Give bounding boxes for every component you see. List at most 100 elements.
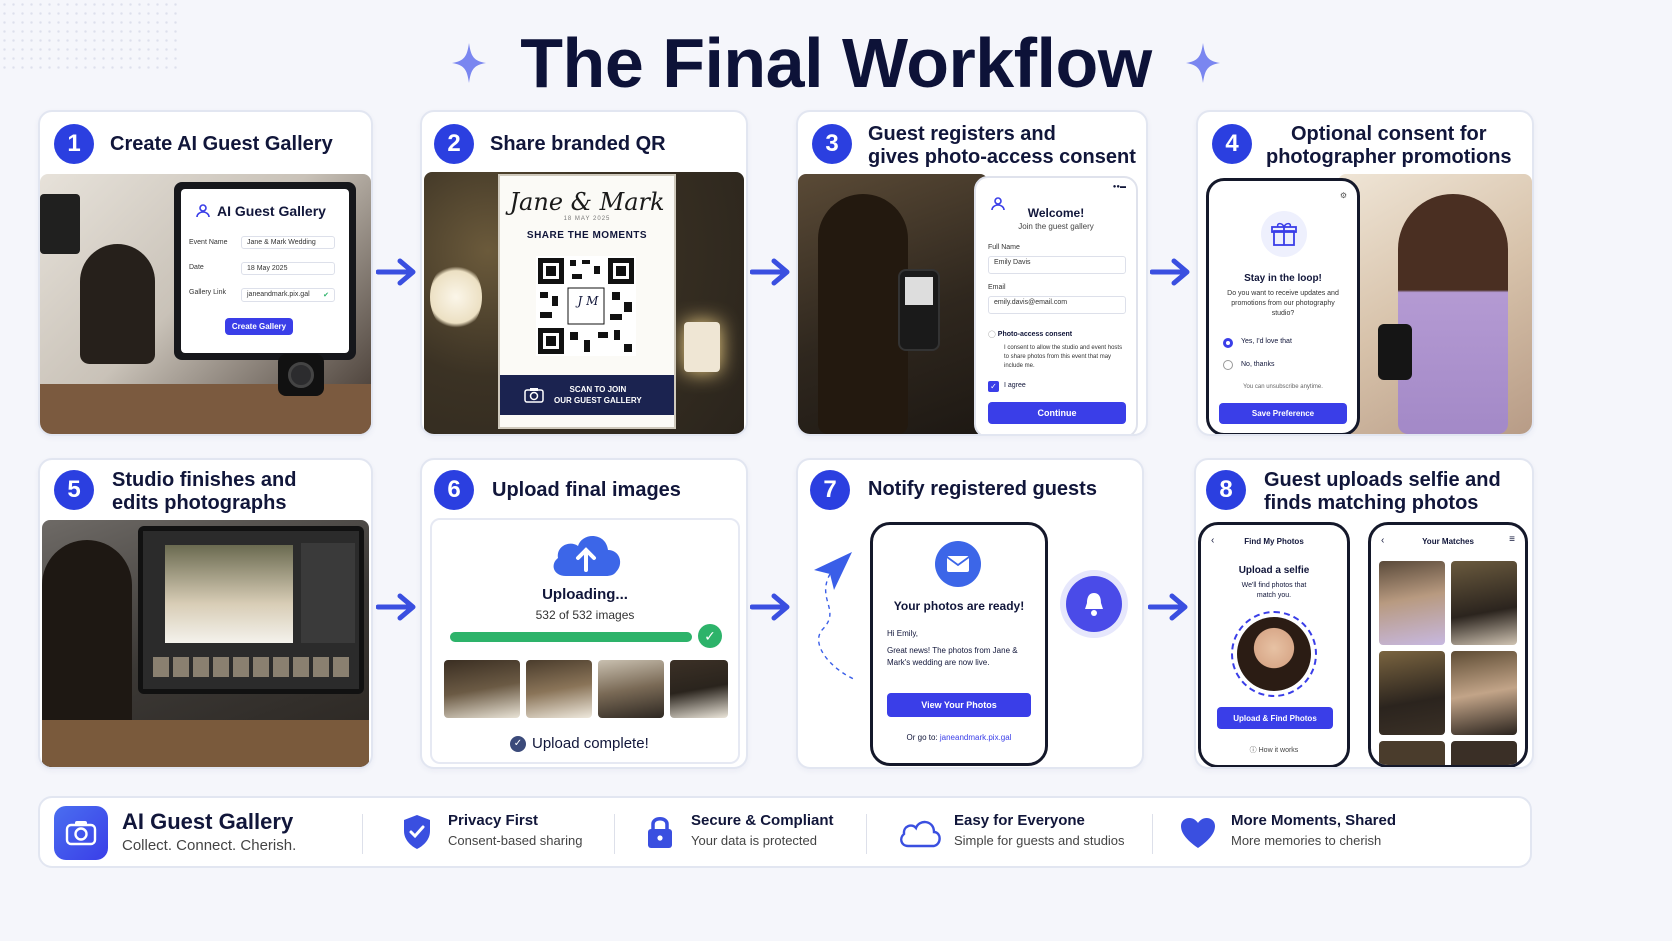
footer-item-sub: More memories to cherish — [1231, 833, 1382, 848]
view-photos-button[interactable]: View Your Photos — [887, 693, 1031, 717]
link-value: janeandmark.pix.gal — [247, 291, 310, 298]
users-icon — [991, 197, 1005, 211]
bell-icon — [1066, 576, 1122, 632]
flowers — [430, 262, 482, 332]
brand-tagline: Collect. Connect. Cherish. — [122, 837, 297, 854]
filmstrip — [153, 657, 353, 677]
step-number: 7 — [810, 470, 850, 510]
arrow-right-icon — [1148, 593, 1188, 621]
how-label: How it works — [1258, 747, 1299, 754]
selfie-photo — [1237, 617, 1311, 691]
paper-plane-icon — [814, 552, 857, 681]
event-name-field[interactable]: Jane & Mark Wedding — [241, 236, 335, 249]
gallery-link[interactable]: janeandmark.pix.gal — [939, 733, 1012, 742]
selfie-heading: Upload a selfie — [1238, 565, 1310, 576]
dot-pattern — [0, 0, 180, 70]
monitor — [138, 526, 364, 694]
consent-heading-text: Photo-access consent — [997, 331, 1073, 338]
notify-body: Great news! The photos from Jane & Mark'… — [887, 646, 1018, 667]
match-photo[interactable] — [1379, 561, 1445, 645]
email-field[interactable]: emily.davis@email.com — [988, 296, 1126, 314]
step-number: 1 — [54, 124, 94, 164]
sparkle-icon — [1185, 42, 1220, 83]
brand-name: AI Guest Gallery — [122, 809, 294, 834]
no-radio[interactable] — [1223, 360, 1233, 370]
match-photo[interactable] — [1451, 741, 1517, 765]
softbox-light — [40, 194, 80, 254]
thumbnail[interactable] — [670, 660, 728, 718]
step-number: 2 — [434, 124, 474, 164]
step-card-4: 4 Optional consent for photographer prom… — [1196, 110, 1534, 436]
scan-banner: SCAN TO JOIN OUR GUEST GALLERY — [500, 375, 674, 415]
promo-question: Do you want to receive updates and promo… — [1227, 290, 1339, 317]
phone-in-hand — [898, 269, 940, 351]
promo-heading: Stay in the loop! — [1244, 273, 1322, 284]
arrow-right-icon — [750, 258, 790, 286]
how-it-works[interactable]: ⓘ How it works — [1201, 745, 1347, 755]
step-title: Create AI Guest Gallery — [110, 133, 333, 155]
yes-radio[interactable] — [1223, 338, 1233, 348]
settings-icon[interactable]: ⚙ — [1339, 191, 1347, 200]
heart-icon — [1181, 818, 1215, 848]
agree-checkbox[interactable]: ✓ — [988, 381, 999, 392]
step-title-line-2: gives photo-access consent — [868, 146, 1136, 168]
divider — [362, 814, 363, 854]
gift-icon — [1261, 211, 1307, 257]
step-number: 5 — [54, 470, 94, 510]
consent-text: I consent to allow the studio and event … — [1004, 345, 1123, 369]
camera-logo-icon — [54, 806, 108, 860]
sparkle-icon — [452, 42, 487, 83]
divider — [1152, 814, 1153, 854]
save-preference-button[interactable]: Save Preference — [1219, 403, 1347, 424]
footer-bar: AI Guest Gallery Collect. Connect. Cheri… — [38, 796, 1532, 868]
no-label: No, thanks — [1241, 361, 1275, 368]
footer-item-easy: Easy for Everyone Simple for guests and … — [954, 812, 1125, 856]
back-icon[interactable]: ‹ — [1211, 535, 1215, 546]
create-gallery-button[interactable]: Create Gallery — [225, 318, 293, 335]
info-icon: ◯ — [988, 331, 998, 338]
match-photo[interactable] — [1451, 651, 1517, 735]
step-card-2: 2 Share branded QR Jane & Mark 18 MAY 20… — [420, 110, 748, 436]
step-title: Upload final images — [492, 479, 681, 501]
gallery-link-field[interactable]: janeandmark.pix.gal✔ — [241, 288, 335, 302]
thumbnail[interactable] — [598, 660, 664, 718]
footer-item-title: Easy for Everyone — [954, 812, 1085, 829]
form-heading: AI Guest Gallery — [217, 203, 326, 219]
upload-complete: Upload complete! — [532, 735, 649, 752]
continue-button[interactable]: Continue — [988, 402, 1126, 424]
candle — [684, 322, 720, 372]
upload-find-button[interactable]: Upload & Find Photos — [1217, 707, 1333, 729]
step-card-3: 3 Guest registers and gives photo-access… — [796, 110, 1148, 436]
footer-item-title: More Moments, Shared — [1231, 812, 1397, 829]
qr-sign: Jane & Mark 18 MAY 2025 SHARE THE MOMENT… — [498, 174, 676, 429]
thumbnail[interactable] — [526, 660, 592, 718]
goto-label: Or go to: — [906, 733, 938, 742]
back-icon[interactable]: ‹ — [1381, 535, 1385, 546]
full-name-field[interactable]: Emily Davis — [988, 256, 1126, 274]
menu-icon[interactable]: ≡ — [1509, 534, 1515, 545]
camera — [278, 354, 324, 396]
date-field[interactable]: 18 May 2025 — [241, 262, 335, 275]
step-title-line-1: Guest registers and — [868, 123, 1056, 145]
upload-count: 532 of 532 images — [535, 608, 635, 622]
step-title: Guest registers and gives photo-access c… — [868, 123, 1136, 169]
scan-line-1: SCAN TO JOIN — [569, 385, 627, 394]
monitor: AI Guest Gallery Event Name Jane & Mark … — [174, 182, 356, 360]
status-bar: ●●▬ — [1112, 184, 1126, 190]
phone-qr — [905, 277, 933, 305]
camera-icon — [524, 388, 544, 403]
match-photo[interactable] — [1451, 561, 1517, 645]
upload-status: Uploading... — [542, 586, 628, 603]
check-circle-icon: ✓ — [698, 624, 722, 648]
arrow-right-icon — [376, 593, 416, 621]
unsubscribe-note: You can unsubscribe anytime. — [1243, 384, 1323, 390]
agree-label: I agree — [1004, 382, 1026, 389]
match-photo[interactable] — [1379, 651, 1445, 735]
match-photo[interactable] — [1379, 741, 1445, 765]
thumbnail[interactable] — [444, 660, 520, 718]
info-icon: ⓘ — [1249, 747, 1259, 754]
lock-icon — [648, 817, 672, 848]
step-number: 4 — [1212, 124, 1252, 164]
step-title: Share branded QR — [490, 133, 666, 155]
sign-date: 18 MAY 2025 — [563, 216, 611, 222]
